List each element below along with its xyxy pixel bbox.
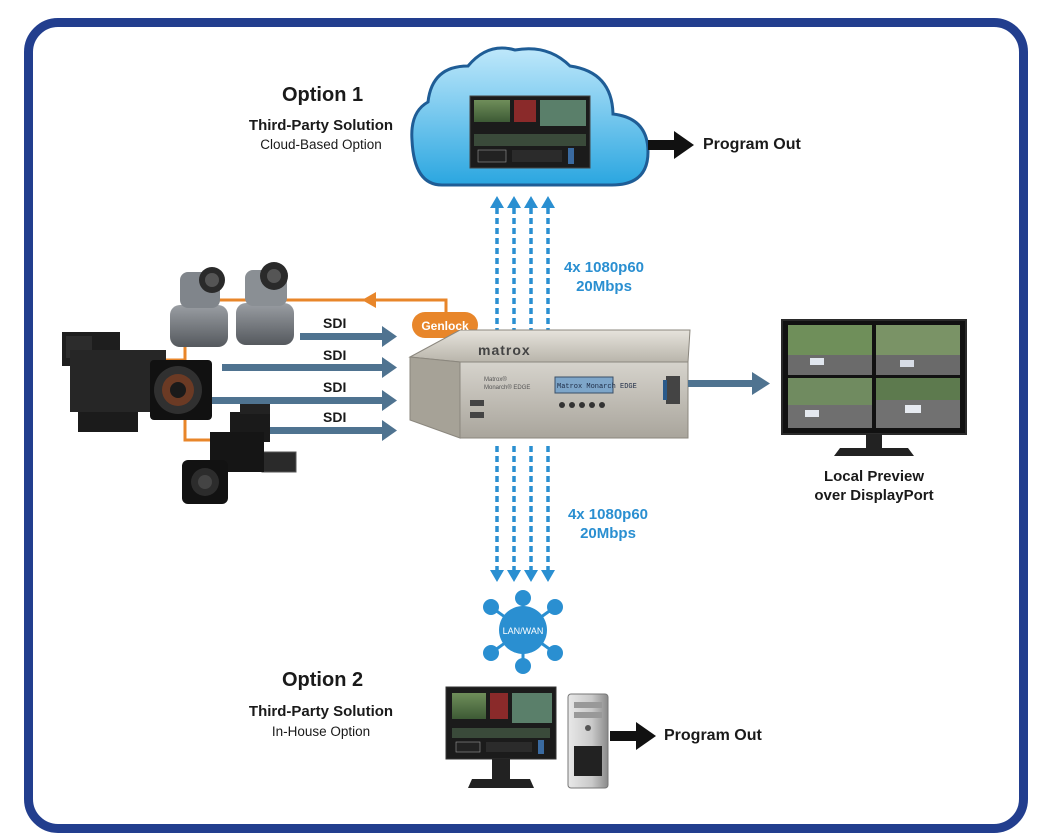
monarch-edge-device [408,329,691,439]
stream-down-line2: 20Mbps [580,525,636,542]
broadcast-camera [62,332,212,432]
device-model-line1: Matrox® [484,376,507,383]
option1-subtitle2: Cloud-Based Option [260,137,382,152]
cloud-switcher-screen [469,95,591,169]
displayport-arrow [688,372,770,395]
option2-subtitle2: In-House Option [271,724,371,739]
option1-title: Option 1 [282,84,364,106]
sdi-arrows [212,326,397,441]
genlock-arrowhead [362,292,376,308]
device-brand: matrox [478,342,531,358]
device-lcd-text: Matrox Monarch EDGE [557,383,637,391]
stream-up-line1: 4x 1080p60 [563,259,645,276]
program-out-cloud-label: Program Out [703,136,801,153]
sdi-label-4: SDI [323,409,347,425]
stream-arrows-down [495,446,550,570]
genlock-label: Genlock [421,319,469,333]
preview-monitor [781,319,967,456]
stream-up-line2: 20Mbps [576,278,632,295]
sdi-label-2: SDI [323,347,347,363]
workstation-monitor [445,686,557,788]
option1-subtitle: Third-Party Solution [248,117,394,134]
stream-down-line1: 4x 1080p60 [567,506,649,523]
device-model-line2: Monarch® EDGE [484,384,530,391]
sdi-label-1: SDI [323,315,347,331]
pc-tower [567,693,609,789]
program-out-arrow-inhouse [610,722,656,750]
stream-arrows-up [495,208,550,334]
program-out-arrow-cloud [648,131,694,159]
ptz-camera-right [236,262,294,345]
stream-arrowheads-up [490,196,555,208]
sdi-label-3: SDI [323,379,347,395]
network-label: LAN/WAN [503,626,544,636]
camcorder [182,404,297,504]
preview-line1: Local Preview [823,468,925,485]
network-nodes [483,590,563,674]
option2-title: Option 2 [282,669,364,691]
preview-line2: over DisplayPort [814,487,934,504]
ptz-camera-left [170,267,228,347]
program-out-inhouse-label: Program Out [664,727,762,744]
stream-arrowheads-down [490,570,555,582]
option2-subtitle: Third-Party Solution [248,703,394,720]
